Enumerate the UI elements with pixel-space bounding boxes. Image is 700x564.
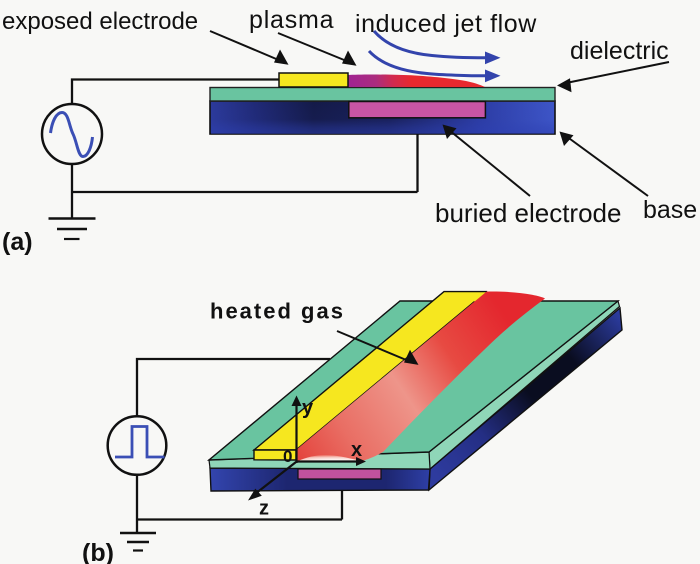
svg-text:buried electrode: buried electrode	[435, 198, 621, 228]
svg-text:0: 0	[283, 447, 292, 466]
svg-text:dielectric: dielectric	[570, 37, 669, 65]
svg-text:(b): (b)	[82, 539, 114, 564]
svg-text:(a): (a)	[2, 228, 33, 256]
svg-text:induced jet flow: induced jet flow	[355, 10, 537, 38]
svg-text:plasma: plasma	[249, 6, 334, 34]
svg-text:x: x	[351, 439, 362, 461]
svg-text:base: base	[643, 196, 697, 224]
svg-text:exposed electrode: exposed electrode	[2, 8, 198, 35]
svg-text:z: z	[259, 498, 269, 520]
svg-text:heated gas: heated gas	[210, 299, 345, 324]
svg-text:y: y	[302, 397, 314, 419]
